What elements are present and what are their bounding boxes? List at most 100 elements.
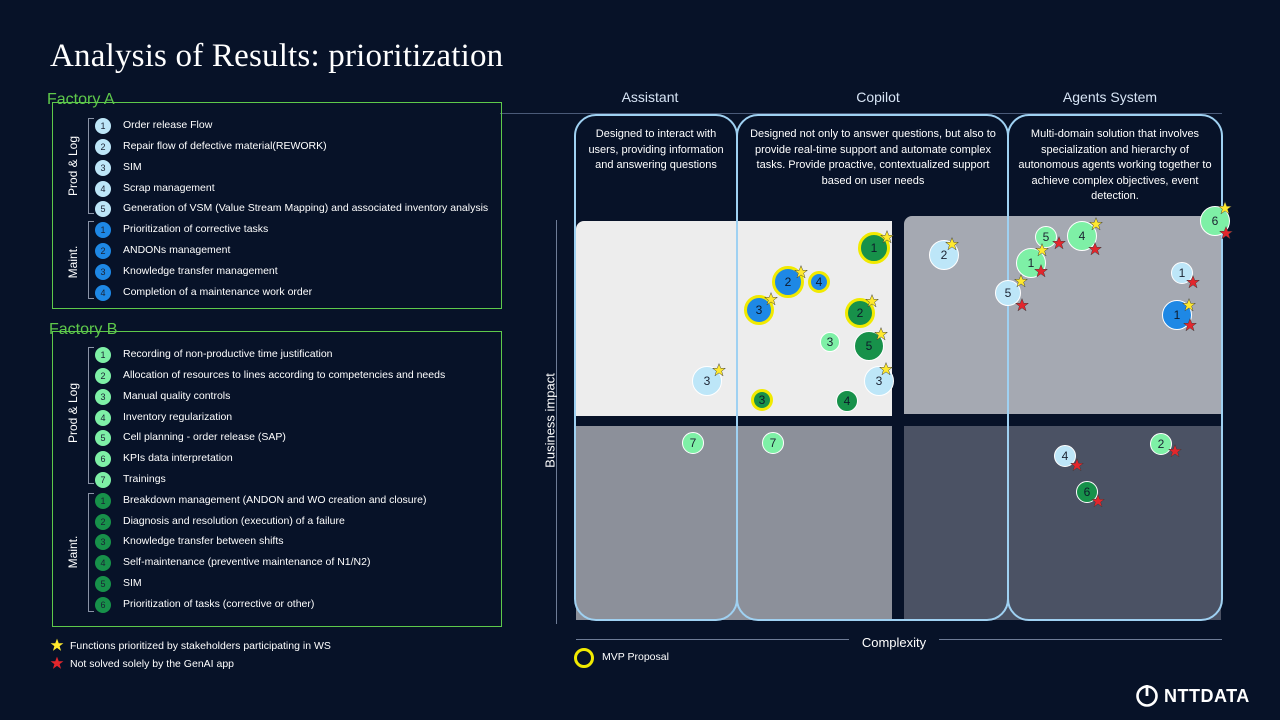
number-badge: 5	[95, 576, 111, 592]
item-label: KPIs data interpretation	[123, 452, 233, 464]
red-star-icon	[1088, 242, 1102, 256]
item-label: Breakdown management (ANDON and WO creat…	[123, 494, 427, 506]
factory-b-label: Factory B	[49, 321, 118, 338]
use-case-bubble: 2	[845, 298, 875, 328]
use-case-bubble: 6	[1076, 481, 1098, 503]
list-item: 4 Completion of a maintenance work order	[95, 285, 312, 301]
number-badge: 4	[95, 555, 111, 571]
item-label: Repair flow of defective material(REWORK…	[123, 140, 327, 152]
item-label: Inventory regularization	[123, 411, 233, 423]
item-label: Prioritization of corrective tasks	[123, 223, 269, 235]
number-badge: 3	[95, 389, 111, 405]
number-badge: 7	[95, 472, 111, 488]
item-label: Recording of non-productive time justifi…	[123, 348, 333, 360]
item-label: Diagnosis and resolution (execution) of …	[123, 515, 345, 527]
column-header-assistant: Assistant	[621, 89, 679, 105]
number-badge: 5	[95, 430, 111, 446]
item-label: Manual quality controls	[123, 390, 231, 402]
yellow-star-icon	[1035, 243, 1049, 257]
red-star-icon	[1034, 264, 1048, 278]
number-badge: 4	[95, 410, 111, 426]
x-axis-label: Complexity	[861, 635, 927, 650]
factory-a-maint-label: Maint.	[66, 245, 80, 279]
list-item: 7 Trainings	[95, 472, 166, 488]
list-item: 2 Diagnosis and resolution (execution) of…	[95, 514, 345, 530]
list-item: 5 SIM	[95, 576, 142, 592]
y-axis-label: Business impact	[542, 373, 558, 468]
item-label: Completion of a maintenance work order	[123, 286, 313, 298]
column-header-copilot: Copilot	[856, 89, 900, 105]
yellow-star-icon	[50, 638, 64, 651]
factory-a-box	[52, 102, 502, 309]
yellow-star-icon	[764, 292, 778, 306]
mvp-legend: MVP Proposal	[602, 651, 669, 663]
item-label: Knowledge transfer between shifts	[123, 535, 284, 547]
item-label: Trainings	[123, 473, 166, 485]
quadrant-low-impact-low-complexity	[576, 426, 892, 620]
item-label: Prioritization of tasks (corrective or o…	[123, 598, 315, 610]
red-star-icon	[1015, 298, 1029, 312]
column-desc-copilot: Designed not only to answer questions, b…	[750, 128, 996, 187]
yellow-star-icon	[712, 363, 726, 377]
number-badge: 2	[95, 139, 111, 155]
x-axis-label-background	[849, 634, 939, 650]
number-badge: 2	[95, 243, 111, 259]
factory-a-prodlog-bracket	[88, 118, 94, 214]
item-label: SIM	[123, 161, 142, 173]
number-badge: 2	[95, 514, 111, 530]
use-case-bubble: 5	[1035, 226, 1057, 248]
list-item: 1 Order release Flow	[95, 118, 212, 134]
number-badge: 4	[95, 285, 111, 301]
column-desc-assistant: Designed to interact with users, providi…	[588, 128, 724, 171]
use-case-bubble: 4	[1054, 445, 1076, 467]
column-desc-agents-system: Multi-domain solution that involves spec…	[1018, 128, 1212, 202]
item-label: Scrap management	[123, 182, 215, 194]
item-label: SIM	[123, 577, 142, 589]
list-item: 1 Breakdown management (ANDON and WO crea…	[95, 493, 426, 509]
column-frame-agents-system	[1007, 114, 1223, 621]
item-label: Order release Flow	[123, 119, 213, 131]
number-badge: 3	[95, 534, 111, 550]
yellow-star-icon	[879, 362, 893, 376]
use-case-bubble: 4	[808, 271, 830, 293]
item-label: Generation of VSM (Value Stream Mapping)…	[123, 202, 489, 214]
factory-b-box	[52, 331, 502, 627]
red-star-icon	[1186, 275, 1200, 289]
factory-b-maint-label: Maint.	[66, 535, 80, 569]
use-case-bubble: 3	[820, 332, 840, 352]
factory-b-maint-bracket	[88, 493, 94, 612]
y-axis-line	[556, 220, 557, 624]
factory-a-maint-bracket	[88, 221, 94, 299]
use-case-bubble: 7	[762, 432, 784, 454]
number-badge: 1	[95, 118, 111, 134]
use-case-bubble: 4	[1067, 221, 1097, 251]
yellow-star-legend: Functions prioritized by stakeholders pa…	[70, 640, 331, 652]
red-star-icon	[1168, 444, 1182, 458]
title-divider	[500, 113, 1222, 114]
red-star-icon	[1183, 318, 1197, 332]
list-item: 4 Inventory regularization	[95, 410, 232, 426]
yellow-star-icon	[874, 327, 888, 341]
quadrant-high-impact-low-complexity	[576, 221, 892, 416]
yellow-star-icon	[865, 294, 879, 308]
number-badge: 4	[95, 181, 111, 197]
number-badge: 1	[95, 493, 111, 509]
list-item: 3 Manual quality controls	[95, 389, 230, 405]
number-badge: 3	[95, 264, 111, 280]
item-label: Cell planning - order release (SAP)	[123, 431, 286, 443]
list-item: 3 Knowledge transfer between shifts	[95, 534, 284, 550]
list-item: 6 KPIs data interpretation	[95, 451, 233, 467]
mvp-ring-icon	[574, 648, 594, 668]
number-badge: 6	[95, 451, 111, 467]
red-star-icon	[1091, 494, 1105, 508]
factory-a-prodlog-label: Prod & Log	[66, 135, 80, 197]
use-case-bubble: 2	[929, 240, 959, 270]
item-label: Self-maintenance (preventive maintenance…	[123, 556, 371, 568]
use-case-bubble: 5	[995, 280, 1021, 306]
item-label: Knowledge transfer management	[123, 265, 278, 277]
